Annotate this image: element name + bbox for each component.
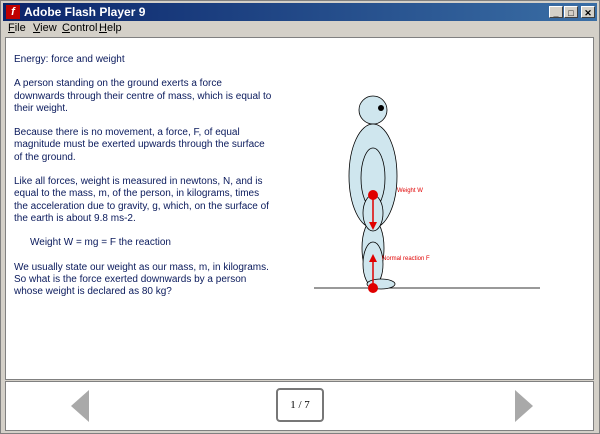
paragraph-3: Like all forces, weight is measured in n…: [14, 176, 269, 224]
person-force-diagram: Weight W Normal reaction F: [314, 95, 540, 293]
navigation-bar: 1 / 7: [5, 381, 594, 431]
paragraph-4: We usually state our weight as our mass,…: [14, 261, 269, 298]
reaction-label: Normal reaction F: [382, 256, 430, 262]
window-title: Adobe Flash Player 9: [24, 5, 146, 19]
eye-dot: [378, 105, 384, 111]
title-bar: f Adobe Flash Player 9 _ □ ✕: [3, 3, 597, 21]
menu-help[interactable]: Help: [99, 22, 122, 34]
weight-arrowhead: [369, 222, 377, 230]
slide-heading: Energy: force and weight: [14, 54, 125, 65]
flash-app-icon: f: [6, 5, 20, 19]
paragraph-2: Because there is no movement, a force, F…: [14, 127, 265, 163]
maximize-button[interactable]: □: [564, 6, 578, 18]
minimize-button[interactable]: _: [549, 6, 563, 18]
weight-label: Weight W: [397, 188, 423, 194]
slide-text: Energy: force and weight A person standi…: [14, 54, 274, 310]
menu-control[interactable]: Control: [62, 22, 98, 34]
menu-bar: File View Control Help: [3, 22, 597, 37]
weight-formula: Weight W = mg = F the reaction: [30, 237, 171, 249]
paragraph-1: A person standing on the ground exerts a…: [14, 78, 272, 114]
menu-view[interactable]: View: [33, 22, 57, 34]
previous-arrow-icon[interactable]: [69, 390, 91, 422]
close-button[interactable]: ✕: [581, 6, 595, 18]
menu-file[interactable]: File: [8, 22, 26, 34]
reaction-arrowhead: [369, 254, 377, 262]
slide-content: Energy: force and weight A person standi…: [5, 37, 594, 380]
page-indicator: 1 / 7: [276, 388, 324, 422]
next-arrow-icon[interactable]: [513, 390, 535, 422]
